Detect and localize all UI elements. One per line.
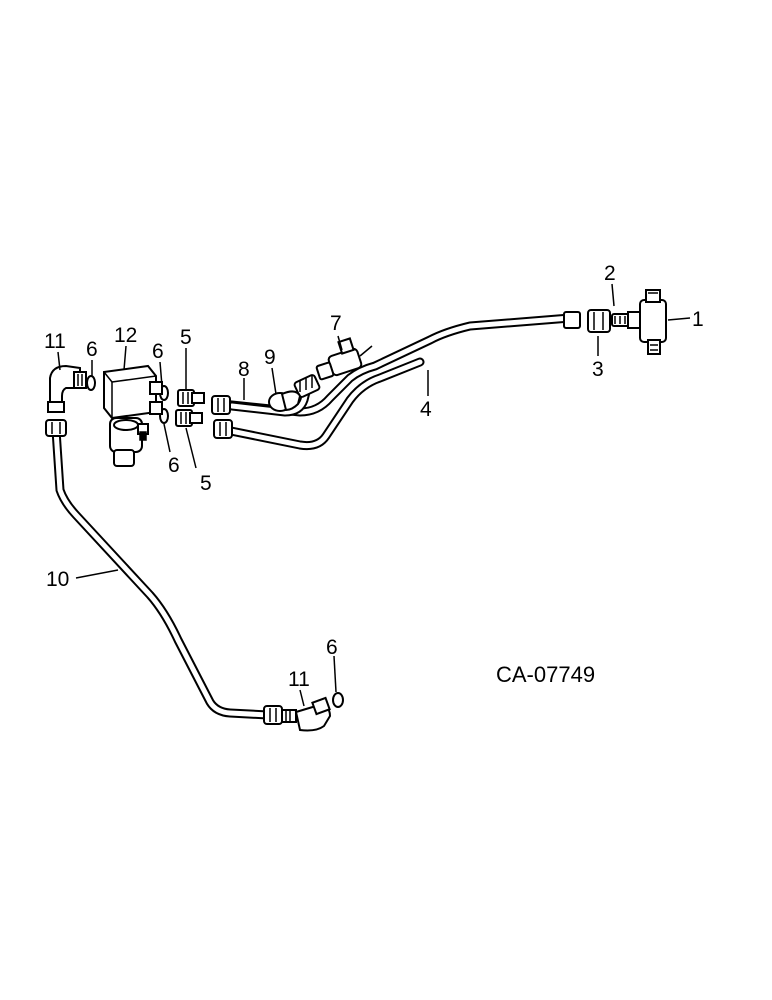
elbow-11-lower — [263, 696, 332, 732]
tube-8 — [227, 387, 311, 417]
callout-11b: 11 — [288, 668, 310, 691]
adapter-2 — [611, 311, 641, 329]
tube-4 — [217, 313, 575, 417]
callout-6c: 6 — [168, 454, 180, 477]
callout-12: 12 — [114, 324, 137, 347]
tube-lower — [221, 357, 425, 451]
callout-5a: 5 — [180, 326, 192, 349]
callout-4: 4 — [420, 398, 432, 421]
tube-10 — [51, 425, 273, 720]
callout-6d: 6 — [326, 636, 338, 659]
callout-2: 2 — [604, 262, 616, 285]
connectors-5 — [175, 389, 205, 427]
tube-10-nut — [45, 419, 67, 437]
tube-nuts — [211, 395, 233, 439]
leader-lines — [57, 283, 691, 707]
callout-3: 3 — [592, 358, 604, 381]
callout-6a: 6 — [86, 338, 98, 361]
tube-nut-4 — [563, 311, 581, 329]
callout-11a: 11 — [44, 330, 66, 353]
tee-fitting-1 — [639, 289, 667, 355]
callout-9: 9 — [264, 346, 276, 369]
callout-8: 8 — [238, 358, 250, 381]
tee-7 — [315, 337, 373, 381]
elbow-11-upper — [47, 364, 87, 413]
callout-10: 10 — [46, 568, 69, 591]
callout-7: 7 — [330, 312, 342, 335]
callout-1: 1 — [692, 308, 704, 331]
callout-6b: 6 — [152, 340, 164, 363]
nut-3 — [587, 309, 611, 333]
diagram-code: CA-07749 — [496, 662, 595, 687]
valve-block-12 — [103, 364, 163, 467]
o-ring-6-lower — [332, 692, 344, 708]
callout-5b: 5 — [200, 472, 212, 495]
fitting-9 — [268, 374, 321, 412]
